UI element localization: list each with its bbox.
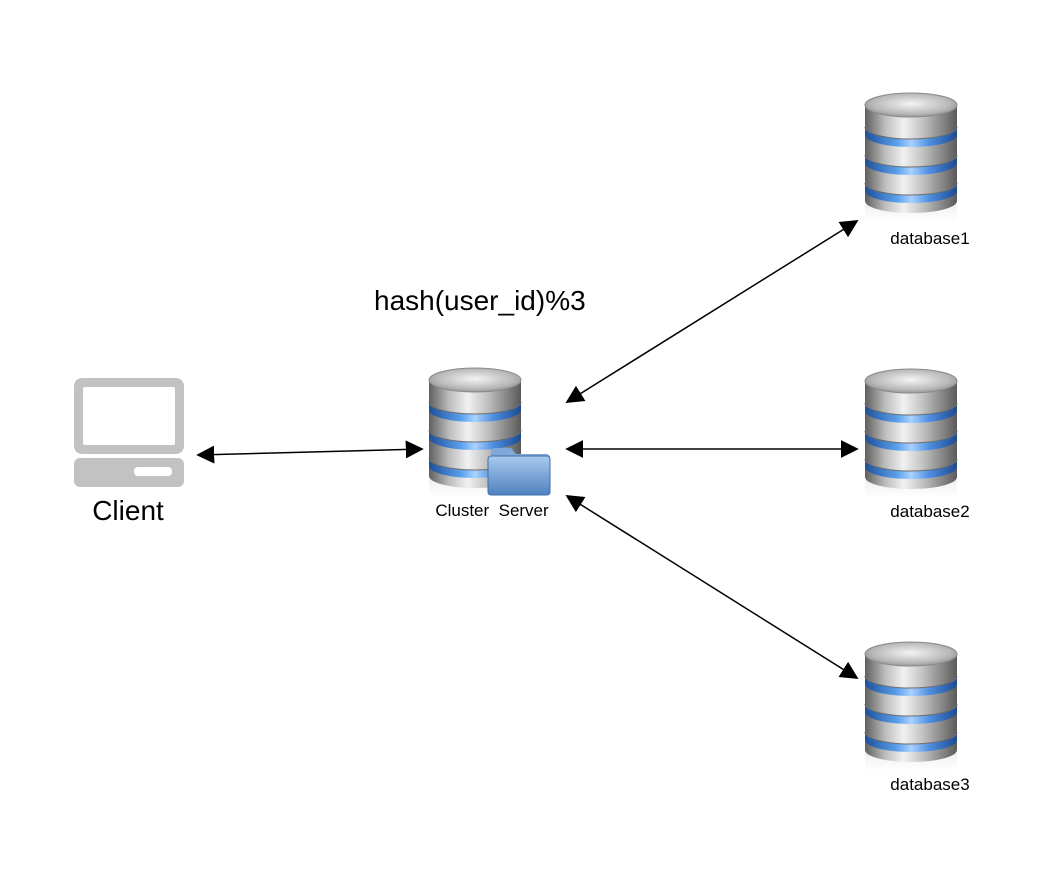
- database3-node: database3: [864, 641, 970, 794]
- edge-client-server: [196, 440, 424, 464]
- database2-label: database2: [890, 502, 969, 521]
- client-label: Client: [92, 495, 164, 526]
- cluster-server-node: Cluster Server: [428, 367, 551, 520]
- database-icon: [864, 641, 958, 772]
- edge-server-database1: [565, 220, 859, 403]
- database-folder-icon: [428, 367, 551, 498]
- sharding-formula: hash(user_id)%3: [374, 285, 586, 316]
- database1-label: database1: [890, 229, 969, 248]
- edge-server-database3: [565, 495, 859, 679]
- database-icon: [864, 92, 958, 223]
- database-icon: [864, 368, 958, 499]
- laptop-icon: [74, 378, 184, 487]
- cluster-server-label: Cluster Server: [435, 501, 549, 520]
- database1-node: database1: [864, 92, 970, 248]
- client-node: Client: [74, 378, 184, 526]
- database2-node: database2: [864, 368, 970, 521]
- database3-label: database3: [890, 775, 969, 794]
